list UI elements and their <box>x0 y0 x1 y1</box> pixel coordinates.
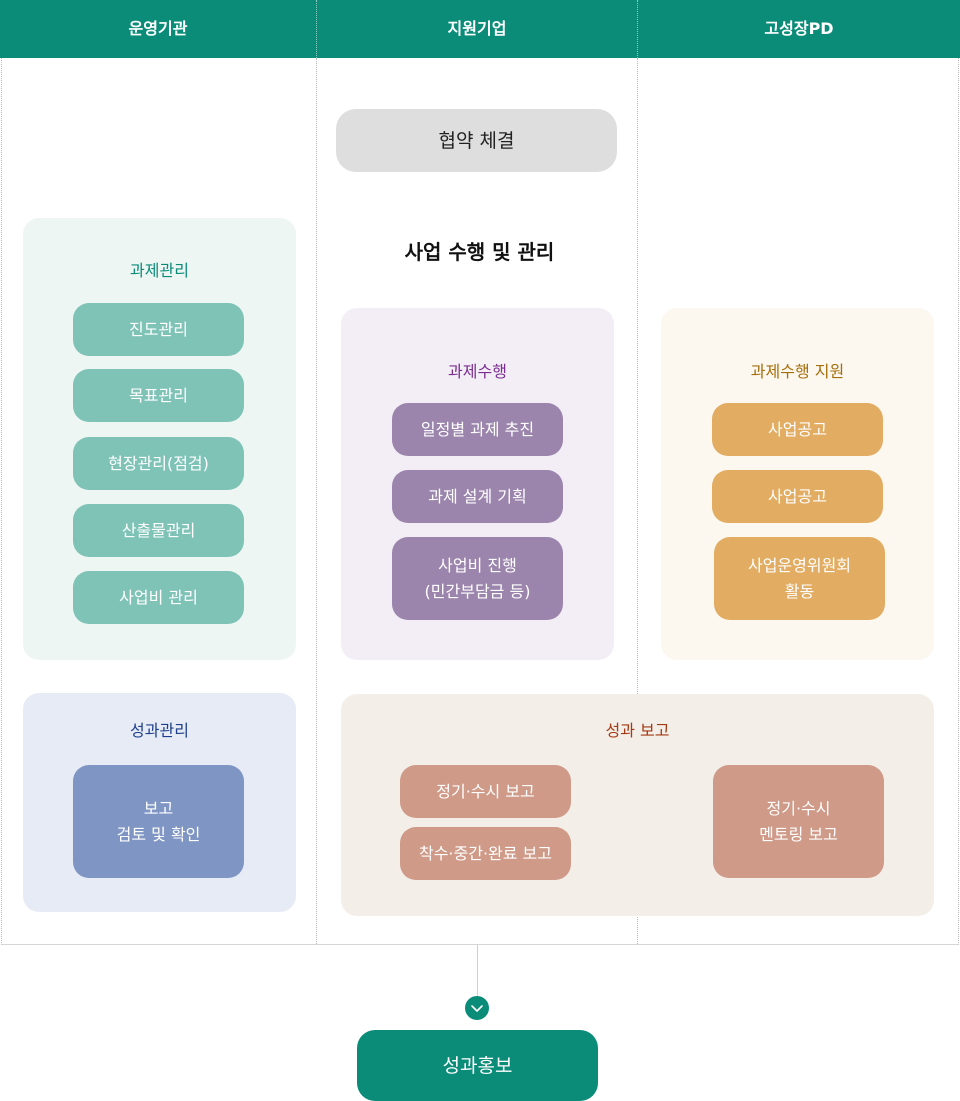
site-inspection-item: 현장관리(점검) <box>73 437 244 490</box>
management-section-title: 사업 수행 및 관리 <box>404 240 555 264</box>
progress-management-item: 진도관리 <box>73 303 244 356</box>
column-header-operator: 운영기관 <box>128 19 188 38</box>
report-review-item: 보고 검토 및 확인 <box>73 765 244 878</box>
task-design-item: 과제 설계 기획 <box>392 470 563 523</box>
task-management-title: 과제관리 <box>130 261 189 280</box>
budget-execution-line: 사업비 진행 <box>438 555 517 575</box>
diagram-frame <box>1 58 959 945</box>
performance-report-title: 성과 보고 <box>605 721 670 740</box>
output-management-item: 산출물관리 <box>73 504 244 557</box>
task-support-title: 과제수행 지원 <box>750 362 845 381</box>
agreement-step: 협약 체결 <box>336 109 617 172</box>
committee-activity-line: 활동 <box>784 581 815 601</box>
committee-activity-line: 사업운영위원회 <box>747 555 852 575</box>
chevron-down-icon <box>465 996 489 1020</box>
column-divider <box>637 0 638 58</box>
column-header-company: 지원기업 <box>447 19 507 38</box>
performance-management-title: 성과관리 <box>130 721 189 740</box>
column-divider <box>637 58 638 944</box>
performance-promotion-step: 성과홍보 <box>357 1030 598 1101</box>
flow-connector-line <box>477 945 478 997</box>
goal-management-item: 목표관리 <box>73 369 244 422</box>
mentoring-report-line: 멘토링 보고 <box>759 824 838 844</box>
report-review-line: 검토 및 확인 <box>116 824 201 844</box>
column-header-pd: 고성장PD <box>764 19 834 38</box>
milestone-report-item: 착수·중간·완료 보고 <box>400 827 571 880</box>
column-divider <box>316 58 317 944</box>
scheduled-task-item: 일정별 과제 추진 <box>392 403 563 456</box>
report-review-line: 보고 <box>143 798 174 818</box>
business-notice-item: 사업공고 <box>712 403 883 456</box>
regular-report-item: 정기·수시 보고 <box>400 765 571 818</box>
mentoring-report-item: 정기·수시 멘토링 보고 <box>713 765 884 878</box>
budget-management-item: 사업비 관리 <box>73 571 244 624</box>
budget-execution-item: 사업비 진행 (민간부담금 등) <box>392 537 563 620</box>
budget-execution-line: (민간부담금 등) <box>424 581 531 601</box>
column-header-bar: 운영기관 지원기업 고성장PD <box>0 0 960 58</box>
task-execution-title: 과제수행 <box>448 362 507 381</box>
column-divider <box>316 0 317 58</box>
business-notice-item: 사업공고 <box>712 470 883 523</box>
mentoring-report-line: 정기·수시 <box>766 798 831 818</box>
committee-activity-item: 사업운영위원회 활동 <box>714 537 885 620</box>
